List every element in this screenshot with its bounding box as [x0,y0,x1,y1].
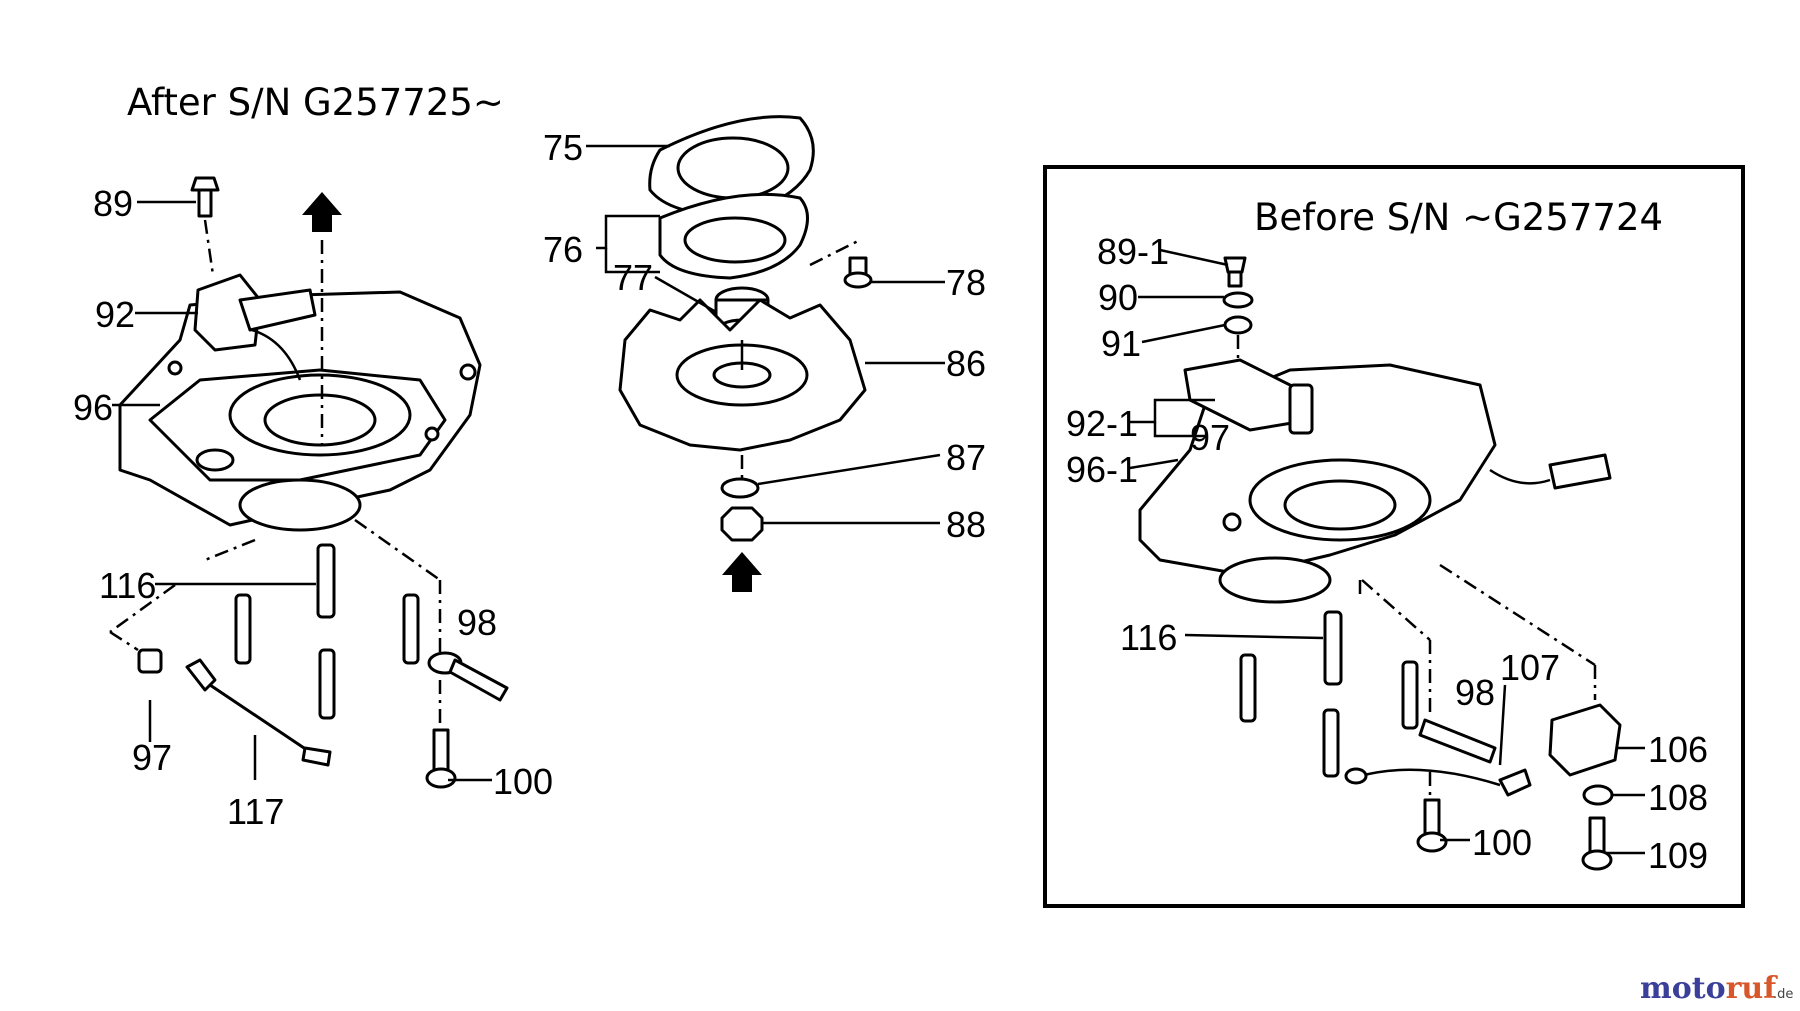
bolt-78 [843,256,873,289]
studs-116-before [1239,610,1419,778]
label-108: 108 [1648,777,1708,818]
label-77: 77 [613,257,653,298]
arrow-up-icon [722,552,762,592]
nut-88 [720,506,764,542]
fan-86 [618,298,867,452]
label-91: 91 [1101,323,1141,364]
title-after: After S/N G257725~ [127,81,504,124]
watermark-text-b: ruf [1726,971,1779,1006]
washer-87 [720,477,760,499]
bolt-89 [190,176,220,276]
bolt-100-before [1416,798,1448,853]
watermark-text-a: moto [1640,971,1726,1006]
label-116-before: 116 [1120,617,1177,658]
label-109: 109 [1648,835,1708,876]
inset-frame [1043,165,1745,908]
clip-97 [137,648,163,674]
leader-lines [112,144,1645,855]
arrow-up-icon [302,192,342,232]
label-96: 96 [73,387,113,428]
washer-90 [1222,291,1254,309]
label-107: 107 [1500,647,1560,688]
label-100-after: 100 [493,761,553,802]
label-89: 89 [93,183,133,224]
wire-107 [1344,767,1532,797]
label-92-1: 92-1 [1066,403,1138,444]
label-106: 106 [1648,729,1708,770]
label-89-1: 89-1 [1097,231,1169,272]
label-117: 117 [227,791,284,832]
label-96-1: 96-1 [1066,449,1138,490]
shroud-75 [648,115,815,217]
bolt-109 [1581,816,1613,871]
label-76: 76 [543,229,583,270]
title-before: Before S/N ~G257724 [1254,196,1663,239]
connector-lead [1489,453,1612,490]
bracket-98-after [427,651,509,702]
label-116-after: 116 [99,565,156,606]
ignition-coil-92 [193,273,317,381]
label-92: 92 [95,294,135,335]
washer-108 [1582,784,1614,806]
plate-76 [658,192,809,280]
svg-text:motoruf: motoruf [1640,971,1778,1006]
label-88: 88 [946,504,986,545]
label-78: 78 [946,262,986,303]
bolt-100-after [425,728,457,789]
label-86: 86 [946,343,986,384]
label-75: 75 [543,127,583,168]
label-98-before: 98 [1455,672,1495,713]
label-98-after: 98 [457,602,497,643]
label-90: 90 [1098,277,1138,318]
bracket-98-before [1418,718,1497,764]
module-106 [1548,703,1622,777]
watermark: motoruf .de [1640,971,1793,1006]
studs-116-after [234,543,420,720]
label-97-after: 97 [132,737,172,778]
bolt-89-1 [1223,256,1247,288]
watermark-suffix: .de [1773,987,1793,1002]
wire-117 [185,658,332,767]
label-97-before: 97 [1190,417,1230,458]
label-100-before: 100 [1472,822,1532,863]
washer-91 [1223,315,1253,335]
housing-after [118,290,482,532]
label-87: 87 [946,437,986,478]
